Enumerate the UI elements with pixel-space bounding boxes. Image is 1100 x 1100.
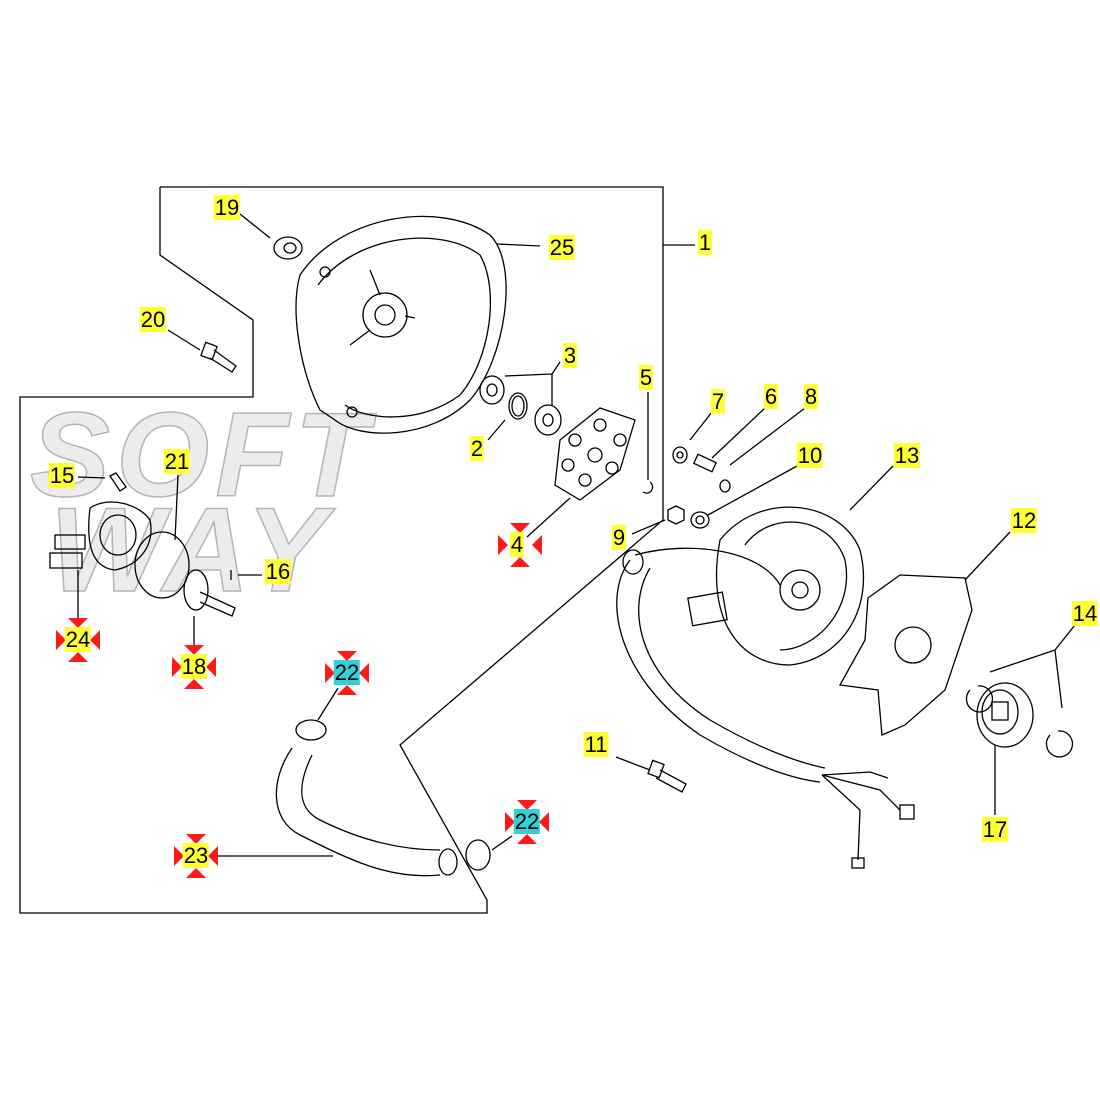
cup-part-17 [976, 682, 1034, 748]
watermark-soft: SOFT [29, 388, 374, 522]
impeller-part-4 [554, 407, 636, 501]
callout-label: 11 [583, 732, 609, 757]
callout-label: 19 [213, 195, 241, 220]
callout-13[interactable]: 13 [893, 443, 921, 468]
callout-9[interactable]: 9 [611, 525, 627, 550]
plate-part-12 [838, 574, 973, 736]
callout-1[interactable]: 1 [697, 230, 713, 255]
callout-label: 4 [509, 532, 525, 557]
callout-label: 6 [763, 384, 779, 409]
callout-17[interactable]: 17 [981, 817, 1009, 842]
callout-11[interactable]: 11 [583, 732, 609, 757]
clamp-part-22 [295, 719, 491, 871]
leader-lines [77, 213, 1076, 857]
callout-label: 3 [562, 343, 578, 368]
callout-2[interactable]: 2 [469, 436, 485, 461]
stator-part-13 [687, 506, 865, 666]
callout-22-upper[interactable]: 22 [333, 660, 361, 685]
callout-25[interactable]: 25 [548, 235, 576, 260]
callout-label: 5 [638, 365, 654, 390]
callout-label: 16 [264, 559, 292, 584]
callout-label: 20 [139, 307, 167, 332]
bolt-part-11 [647, 759, 687, 793]
callout-label: 18 [180, 654, 208, 679]
callout-label: 14 [1071, 601, 1099, 626]
callout-12[interactable]: 12 [1010, 508, 1038, 533]
pump-cover-part-24 [49, 501, 152, 571]
callout-4[interactable]: 4 [509, 532, 525, 557]
callout-16[interactable]: 16 [264, 559, 292, 584]
callout-label: 2 [469, 436, 485, 461]
callout-label: 24 [64, 627, 92, 652]
callout-label: 1 [697, 230, 713, 255]
callout-5[interactable]: 5 [638, 365, 654, 390]
callout-7[interactable]: 7 [710, 389, 726, 414]
hose-part-23 [275, 747, 458, 877]
bearings-part-3 [479, 375, 562, 436]
bolt-part-20 [200, 341, 237, 373]
group-frame [19, 186, 664, 914]
callout-label: 21 [163, 449, 191, 474]
callout-10[interactable]: 10 [796, 443, 824, 468]
callout-23[interactable]: 23 [182, 843, 210, 868]
o-ring-part-21 [134, 531, 190, 599]
callout-18[interactable]: 18 [180, 654, 208, 679]
callout-21[interactable]: 21 [163, 449, 191, 474]
callout-label: 22 [333, 660, 361, 685]
small-parts-6-10 [667, 446, 731, 529]
callout-label: 13 [893, 443, 921, 468]
callout-19[interactable]: 19 [213, 195, 241, 220]
crankcase-cover-part-25 [295, 215, 507, 434]
callout-3[interactable]: 3 [562, 343, 578, 368]
callout-label: 17 [981, 817, 1009, 842]
callout-label: 10 [796, 443, 824, 468]
ring-part-2 [508, 392, 528, 420]
callout-label: 8 [803, 384, 819, 409]
callout-label: 25 [548, 235, 576, 260]
marker-icon [498, 523, 542, 567]
callout-22-lower[interactable]: 22 [513, 809, 541, 834]
watermark-way: WAY [49, 483, 333, 617]
callout-label: 22 [513, 809, 541, 834]
callout-15[interactable]: 15 [48, 463, 76, 488]
callout-label: 12 [1010, 508, 1038, 533]
callout-6[interactable]: 6 [763, 384, 779, 409]
callout-24[interactable]: 24 [64, 627, 92, 652]
callout-label: 7 [710, 389, 726, 414]
bolt-part-15 [109, 472, 127, 492]
callout-14[interactable]: 14 [1071, 601, 1099, 626]
shaft-part-18 [183, 569, 236, 617]
callout-label: 23 [182, 843, 210, 868]
callout-label: 9 [611, 525, 627, 550]
callout-label: 15 [48, 463, 76, 488]
bearing-part-19 [273, 236, 303, 260]
wire-harness [616, 547, 915, 869]
circlips-part-14 [965, 685, 1074, 758]
clip-part-5 [642, 481, 654, 494]
callout-8[interactable]: 8 [803, 384, 819, 409]
callout-20[interactable]: 20 [139, 307, 167, 332]
